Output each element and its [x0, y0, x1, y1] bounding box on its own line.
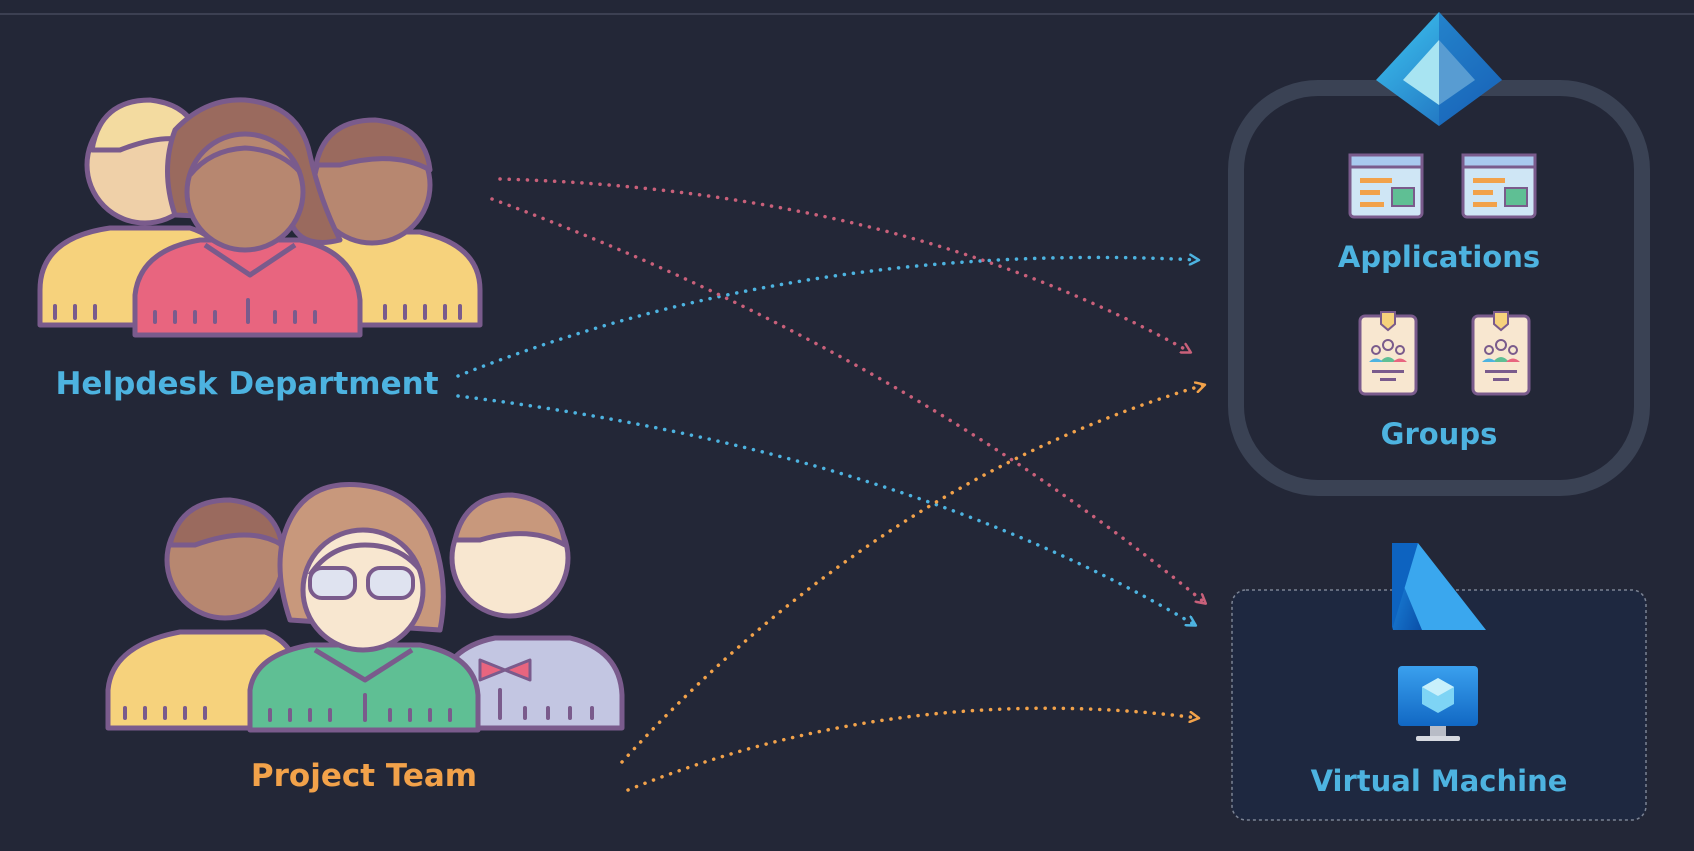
connection-arrows: [456, 177, 1205, 792]
applications-label: Applications: [1337, 240, 1541, 274]
azure-logo-icon: [1392, 543, 1486, 630]
virtual-machine-label: Virtual Machine: [1310, 764, 1568, 798]
groups-label: Groups: [1380, 417, 1498, 451]
helpdesk-team-icon: [37, 97, 483, 338]
helpdesk-shirt-ticks: [53, 298, 462, 324]
arrow-helpdesk-to-vm-red: [490, 197, 1205, 603]
application-window-icon: [1348, 153, 1424, 219]
arrow-helpdesk-to-vm: [456, 394, 1195, 625]
project-team-label: Project Team: [250, 758, 478, 794]
project-shirt-ticks: [123, 688, 594, 722]
project-team-icon: [105, 481, 625, 733]
group-badge-icon: [1471, 311, 1531, 396]
arrow-project-to-groups: [620, 385, 1204, 764]
application-window-icon: [1461, 153, 1537, 219]
arrow-helpdesk-to-applications: [456, 257, 1198, 378]
azure-ad-diamond-icon: [1376, 12, 1502, 126]
arrow-project-to-vm: [626, 706, 1198, 792]
top-divider: [0, 13, 1694, 15]
helpdesk-department-label: Helpdesk Department: [55, 366, 439, 402]
group-badge-icon: [1358, 311, 1418, 396]
virtual-machine-icon: [1398, 666, 1478, 741]
